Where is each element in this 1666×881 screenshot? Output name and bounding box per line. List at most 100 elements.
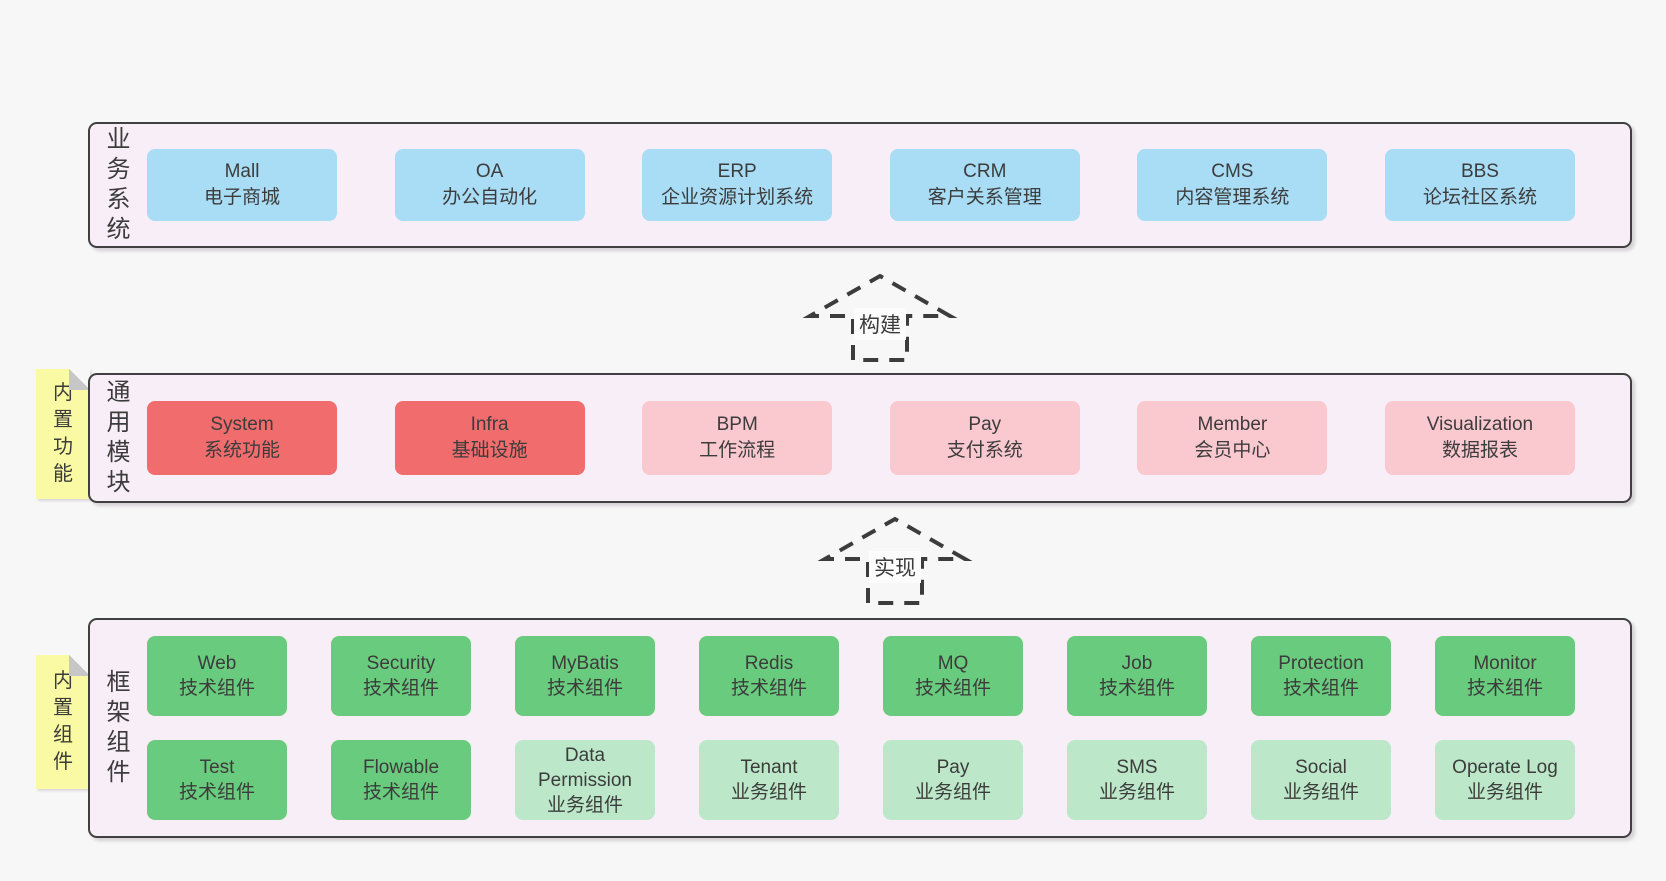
- box-subtitle: 技术组件: [1282, 678, 1359, 699]
- components-row-1: Web 技术组件 Security 技术组件 MyBatis 技术组件 Redi…: [147, 636, 1575, 716]
- tab-built-in-features: 内置功能: [36, 369, 90, 499]
- side-label-common-modules: 通用模块: [106, 379, 131, 496]
- box-member: Member 会员中心: [1137, 401, 1328, 475]
- box-title: BBS: [1460, 161, 1499, 182]
- box-mq: MQ 技术组件: [883, 636, 1023, 716]
- box-redis: Redis 技术组件: [699, 636, 839, 716]
- box-mall: Mall 电子商城: [147, 149, 337, 221]
- box-subtitle: 技术组件: [178, 782, 255, 803]
- box-subtitle: 业务组件: [914, 782, 991, 803]
- box-protection: Protection 技术组件: [1251, 636, 1391, 716]
- box-job: Job 技术组件: [1067, 636, 1207, 716]
- box-title: MyBatis: [551, 653, 619, 674]
- box-crm: CRM 客户关系管理: [889, 149, 1080, 221]
- box-subtitle: 业务组件: [546, 794, 623, 816]
- box-title: Pay: [968, 414, 1002, 435]
- folded-corner-icon: [69, 369, 90, 390]
- box-title: System: [210, 414, 274, 435]
- components-boxes-area: Web 技术组件 Security 技术组件 MyBatis 技术组件 Redi…: [147, 620, 1630, 836]
- box-sms: SMS 业务组件: [1067, 740, 1207, 820]
- side-label-business-systems: 业务系统: [106, 126, 131, 243]
- box-tenant: Tenant 业务组件: [699, 740, 839, 820]
- folded-corner-icon: [69, 655, 90, 676]
- box-title: SMS: [1116, 757, 1158, 778]
- box-web: Web 技术组件: [147, 636, 287, 716]
- box-subtitle: 办公自动化: [442, 187, 538, 208]
- box-bbs: BBS 论坛社区系统: [1384, 149, 1575, 221]
- box-title: MQ: [937, 653, 969, 674]
- box-title: Web: [197, 653, 237, 674]
- tab-built-in-features-label: 内置功能: [53, 382, 73, 485]
- box-subtitle: 技术组件: [178, 678, 255, 699]
- box-subtitle: 业务组件: [1466, 782, 1543, 803]
- side-label-column: 业务系统: [90, 124, 147, 246]
- box-subtitle: 技术组件: [1466, 678, 1543, 699]
- box-subtitle: 技术组件: [362, 678, 439, 699]
- box-subtitle: 技术组件: [1098, 678, 1175, 699]
- tab-built-in-components: 内置组件: [36, 655, 90, 789]
- box-title: BPM: [716, 414, 758, 435]
- box-title: Data Permission: [538, 744, 632, 791]
- box-operate-log: Operate Log 业务组件: [1435, 740, 1575, 820]
- box-title: Mall: [224, 161, 260, 182]
- box-title: ERP: [717, 161, 757, 182]
- box-flowable: Flowable 技术组件: [331, 740, 471, 820]
- box-subtitle: 客户关系管理: [927, 187, 1042, 208]
- box-subtitle: 支付系统: [946, 440, 1023, 461]
- box-bpm: BPM 工作流程: [642, 401, 833, 475]
- box-subtitle: 系统功能: [203, 440, 280, 461]
- box-monitor: Monitor 技术组件: [1435, 636, 1575, 716]
- section-business-systems: 业务系统 Mall 电子商城 OA 办公自动化 ERP 企业资源计划系统 CRM: [88, 122, 1632, 248]
- arrow-build: 构建: [800, 270, 960, 362]
- box-title: CRM: [963, 161, 1007, 182]
- box-mybatis: MyBatis 技术组件: [515, 636, 655, 716]
- tab-built-in-components-label: 内置组件: [53, 670, 73, 773]
- box-title: Flowable: [362, 757, 440, 778]
- box-title: Monitor: [1473, 653, 1537, 674]
- box-erp: ERP 企业资源计划系统: [642, 149, 833, 221]
- modules-boxes-area: System 系统功能 Infra 基础设施 BPM 工作流程 Pay 支付系统…: [147, 375, 1630, 501]
- box-subtitle: 业务组件: [1098, 782, 1175, 803]
- box-title: CMS: [1211, 161, 1254, 182]
- box-subtitle: 基础设施: [451, 440, 528, 461]
- section-common-modules: 通用模块 System 系统功能 Infra 基础设施 BPM 工作流程 Pay: [88, 373, 1632, 503]
- box-title: Social: [1295, 757, 1347, 778]
- box-title: OA: [475, 161, 504, 182]
- box-title: Operate Log: [1452, 757, 1558, 778]
- box-system: System 系统功能: [147, 401, 337, 475]
- box-subtitle: 技术组件: [362, 782, 439, 803]
- box-title: Test: [199, 757, 235, 778]
- box-infra: Infra 基础设施: [394, 401, 585, 475]
- arrow-implement-label: 实现: [869, 551, 921, 583]
- box-title: Visualization: [1426, 414, 1534, 435]
- box-data-permission: Data Permission 业务组件: [515, 740, 655, 820]
- box-title: Pay: [936, 757, 970, 778]
- box-title: Infra: [470, 414, 509, 435]
- arrow-build-label: 构建: [854, 308, 906, 340]
- box-subtitle: 技术组件: [730, 678, 807, 699]
- side-label-column: 框架组件: [90, 620, 147, 836]
- box-title: Tenant: [740, 757, 798, 778]
- box-social: Social 业务组件: [1251, 740, 1391, 820]
- box-title: Member: [1197, 414, 1268, 435]
- box-visualization: Visualization 数据报表: [1384, 401, 1575, 475]
- box-pay-system: Pay 支付系统: [889, 401, 1080, 475]
- box-subtitle: 数据报表: [1441, 440, 1518, 461]
- box-title: Security: [366, 653, 436, 674]
- box-subtitle: 会员中心: [1194, 440, 1271, 461]
- box-title: Job: [1121, 653, 1153, 674]
- box-cms: CMS 内容管理系统: [1137, 149, 1328, 221]
- section-framework-components: 框架组件 Web 技术组件 Security 技术组件 MyBatis 技术组件…: [88, 618, 1632, 838]
- modules-row: System 系统功能 Infra 基础设施 BPM 工作流程 Pay 支付系统…: [147, 401, 1575, 475]
- box-subtitle: 论坛社区系统: [1422, 187, 1537, 208]
- box-subtitle: 业务组件: [1282, 782, 1359, 803]
- business-row: Mall 电子商城 OA 办公自动化 ERP 企业资源计划系统 CRM 客户关系…: [147, 149, 1575, 221]
- components-row-2: Test 技术组件 Flowable 技术组件 Data Permission …: [147, 740, 1575, 820]
- arrow-implement: 实现: [815, 513, 975, 605]
- box-subtitle: 电子商城: [203, 187, 280, 208]
- box-title: Redis: [744, 653, 794, 674]
- box-title: Protection: [1278, 653, 1364, 674]
- box-oa: OA 办公自动化: [394, 149, 585, 221]
- business-boxes-area: Mall 电子商城 OA 办公自动化 ERP 企业资源计划系统 CRM 客户关系…: [147, 124, 1630, 246]
